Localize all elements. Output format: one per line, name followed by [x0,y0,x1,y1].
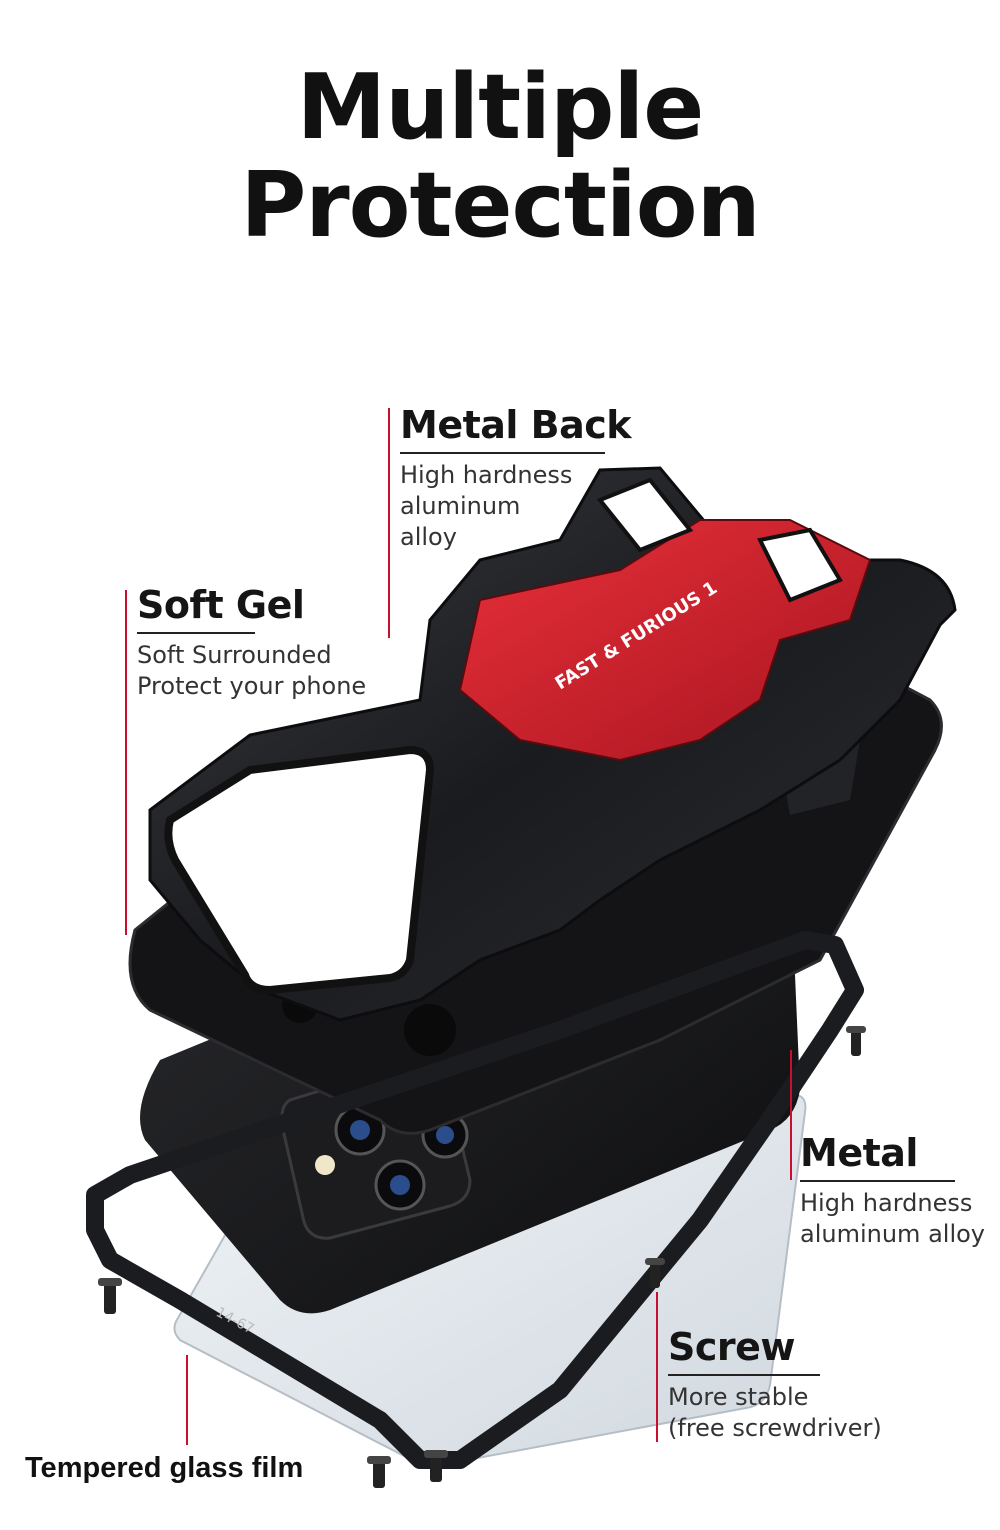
callout-description: Soft Surrounded Protect your phone [137,641,367,700]
screw-pointer-line [656,1292,658,1442]
callout-underline [668,1374,820,1376]
callout-description: High hardness aluminum alloy [800,1189,985,1248]
page-title-line2: Protection [240,153,760,258]
metal-back-armor: FAST & FURIOUS 1 [148,466,957,1022]
tempered-glass-pointer-line [186,1355,188,1445]
callout-heading: Screw [668,1325,796,1369]
callout-underline [800,1180,955,1182]
screw-icon [367,1456,391,1488]
screw-icon [424,1450,448,1482]
screw-icon [645,1258,665,1288]
metal-pointer-line [790,1050,792,1180]
screws [98,1026,866,1488]
callout-metal: Metal High hardness aluminum alloy [800,1130,990,1250]
callout-heading: Metal Back [400,403,632,447]
callout-underline [400,452,605,454]
callout-description: More stable (free screwdriver) [668,1383,882,1442]
callout-heading: Soft Gel [137,583,305,627]
screw-icon [98,1278,122,1314]
callout-description: High hardness aluminum alloy [400,461,573,551]
callout-soft-gel: Soft Gel Soft Surrounded Protect your ph… [137,582,417,702]
callout-underline [137,632,255,634]
page-title-line1: Multiple [296,55,705,160]
callout-heading: Metal [800,1131,918,1175]
metal-back-pointer-line [388,408,390,638]
callout-screw: Screw More stable (free screwdriver) [668,1324,908,1444]
callout-metal-back: Metal Back High hardness aluminum alloy [400,402,632,553]
screw-icon [846,1026,866,1056]
soft-gel-pointer-line [125,590,127,935]
tempered-glass-label: Tempered glass film [25,1452,304,1484]
